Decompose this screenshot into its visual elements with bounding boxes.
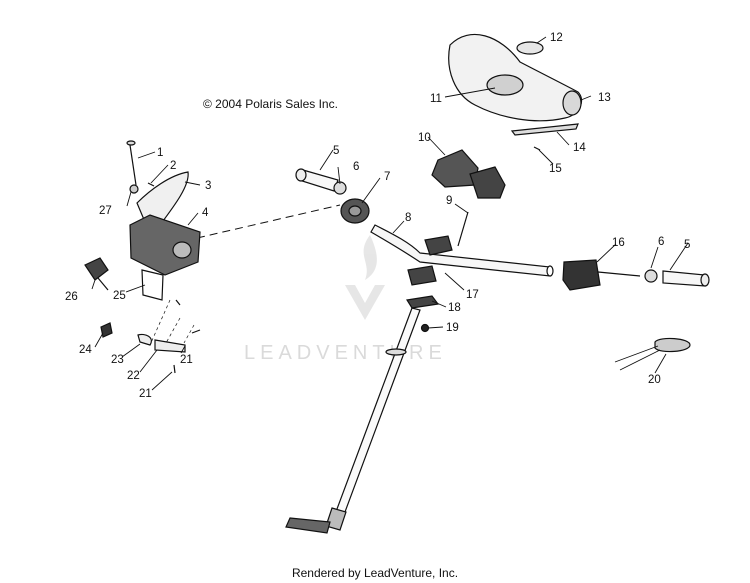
- callout-12: 12: [550, 32, 563, 44]
- callout-26: 26: [65, 291, 78, 303]
- switch-26-part: [84, 257, 109, 281]
- callout-21b: 21: [139, 388, 152, 400]
- callout-20: 20: [648, 374, 661, 386]
- callout-25: 25: [113, 290, 126, 302]
- copyright-notice: © 2004 Polaris Sales Inc.: [203, 97, 338, 111]
- callout-6: 6: [353, 161, 359, 173]
- grip-right-part: [662, 270, 710, 287]
- throttle-control-part: [562, 259, 641, 291]
- callout-15: 15: [549, 163, 562, 175]
- callout-5: 5: [333, 145, 339, 157]
- switch-26-wire: [97, 277, 109, 291]
- leadventure-watermark: LEADVENTURE: [244, 235, 447, 364]
- callout-13: 13: [598, 92, 611, 104]
- handlebar-part: [370, 224, 554, 277]
- washer-part: [129, 184, 139, 194]
- callout-6b: 6: [658, 236, 664, 248]
- callout-27: 27: [99, 205, 112, 217]
- steering-post-part: [285, 307, 421, 534]
- footer-credit: Rendered by LeadVenture, Inc.: [291, 566, 459, 580]
- callout-18: 18: [448, 302, 461, 314]
- callout-21: 21: [180, 354, 193, 366]
- bushing-part: [100, 322, 113, 338]
- callout-3: 3: [205, 180, 211, 192]
- handlebar-pad: [448, 33, 583, 136]
- assembly-centerline: [196, 204, 341, 239]
- cap-part: [340, 198, 370, 224]
- callout-24: 24: [79, 344, 92, 356]
- housing-part: [129, 214, 201, 301]
- callout-4: 4: [202, 207, 209, 219]
- switch-housing-part: [431, 149, 506, 199]
- grip-left-part: [295, 168, 339, 192]
- screws-21-part: [173, 299, 201, 374]
- heater-wire-part: [614, 337, 691, 371]
- callout-16: 16: [612, 237, 625, 249]
- callout-7: 7: [384, 171, 390, 183]
- flame-icon: [363, 235, 377, 280]
- callout-14: 14: [573, 142, 586, 154]
- v-logo-icon: [345, 285, 385, 320]
- nut-part: [420, 323, 430, 333]
- callout-23: 23: [111, 354, 124, 366]
- plate-23-part: [137, 333, 152, 346]
- spacer-right-part: [644, 269, 658, 283]
- watermark-text: LEADVENTURE: [244, 342, 447, 364]
- clip-part: [147, 182, 155, 187]
- callout-10: 10: [418, 132, 431, 144]
- callout-2: 2: [170, 160, 176, 172]
- callout-19: 19: [446, 322, 459, 334]
- clamp-part: [407, 265, 437, 286]
- callout-1: 1: [157, 147, 163, 159]
- plate-22-part: [154, 339, 186, 353]
- bolt-part: [457, 211, 469, 247]
- callout-5b: 5: [684, 239, 690, 251]
- bolt-1-part: [126, 140, 137, 186]
- callout-labels: 1 2 3 27 4 26 25 24 23 21 22 21 5 6 7 8 …: [65, 32, 690, 400]
- callout-9: 9: [446, 195, 452, 207]
- callout-22: 22: [127, 370, 140, 382]
- callout-11: 11: [430, 93, 442, 105]
- callout-8: 8: [405, 212, 411, 224]
- callout-17: 17: [466, 289, 479, 301]
- screw-part: [533, 146, 541, 151]
- clamp-part: [424, 235, 453, 256]
- assembly-dashes: [149, 299, 195, 346]
- leader-lines: [91, 36, 689, 391]
